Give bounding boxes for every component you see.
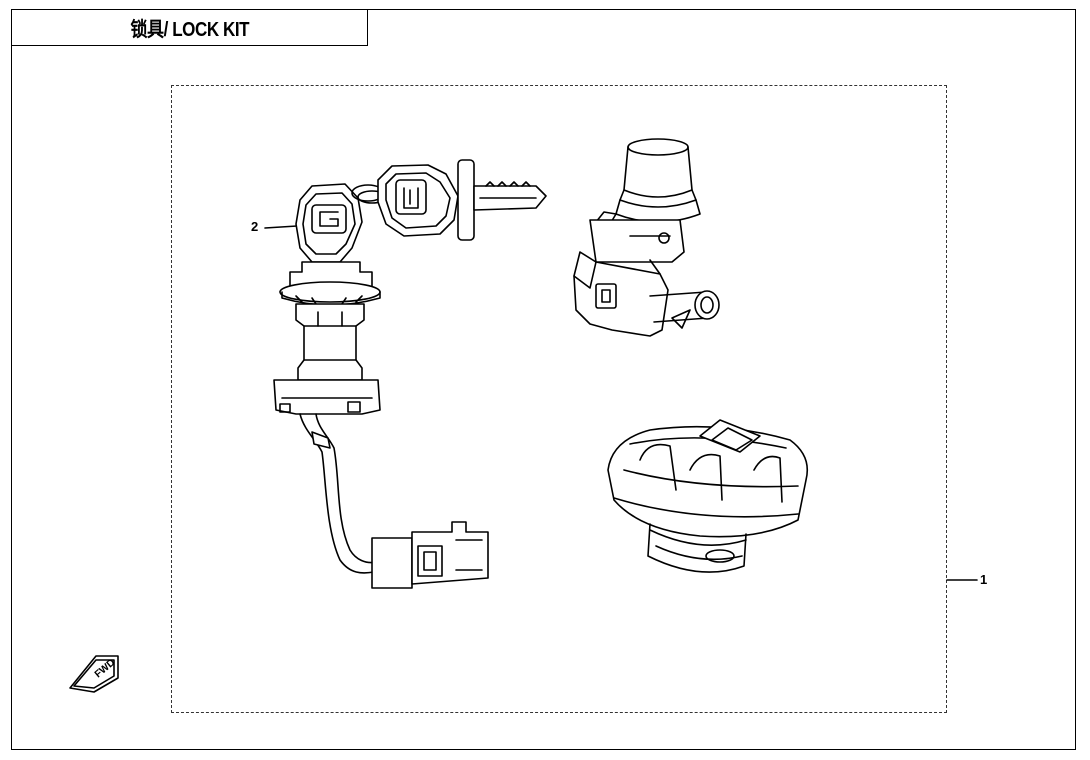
page-title: 锁具/ LOCK KIT (130, 19, 249, 41)
kit-boundary-dashed (171, 85, 947, 713)
callout-1: 1 (980, 572, 988, 587)
title-block: 锁具/ LOCK KIT (11, 9, 368, 46)
drawing-frame (11, 9, 1076, 750)
callout-2: 2 (251, 219, 259, 234)
ignition-switch-drawing (273, 159, 547, 589)
fuel-cap-drawing (607, 419, 809, 573)
fwd-arrow-icon (69, 655, 119, 693)
lock-cylinder-drawing (573, 138, 720, 337)
callout-2-leader (264, 225, 298, 229)
